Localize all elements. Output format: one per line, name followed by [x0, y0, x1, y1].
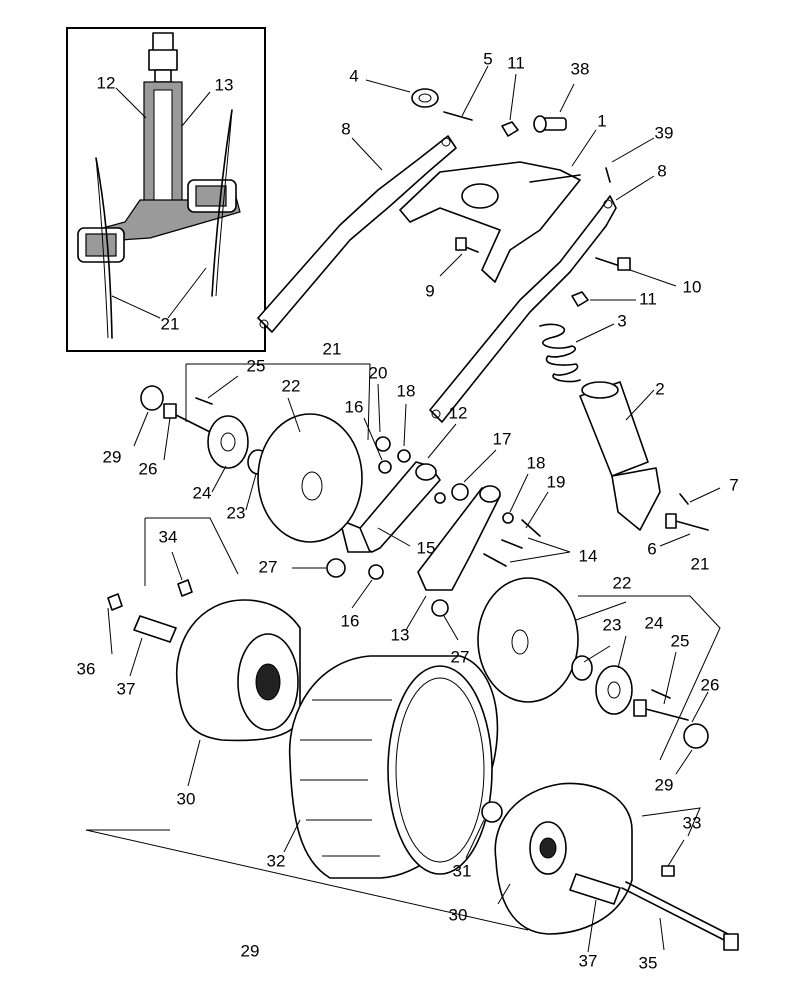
callout-36: 36 [77, 659, 96, 678]
callout-22-right: 22 [613, 573, 632, 592]
callout-31: 31 [453, 861, 472, 880]
callout-23-right: 23 [603, 615, 622, 634]
callout-21-left: 21 [323, 339, 342, 358]
callout-38: 38 [571, 59, 590, 78]
callout-9: 9 [425, 281, 434, 300]
callout-30-left: 30 [177, 789, 196, 808]
disc-assembly-left [140, 385, 363, 543]
linkage [326, 436, 541, 617]
spring [539, 323, 581, 383]
callout-11-top: 11 [507, 53, 525, 72]
callout-3: 3 [617, 311, 626, 330]
callout-24-right: 24 [645, 613, 664, 632]
callout-32: 32 [267, 851, 286, 870]
leader-lines [107, 65, 721, 953]
callout-25-right: 25 [671, 631, 690, 650]
group-lines [85, 363, 721, 931]
callout-15: 15 [417, 538, 436, 557]
callout-21-right: 21 [691, 554, 710, 573]
callout-29-right: 29 [655, 775, 674, 794]
callout-2: 2 [655, 379, 664, 398]
arm-right [429, 195, 617, 423]
callout-18-left: 18 [397, 381, 416, 400]
disc-left [257, 413, 363, 543]
callout-14: 14 [579, 546, 598, 565]
callout-12-main: 12 [449, 403, 468, 422]
callout-37-left: 37 [117, 679, 136, 698]
callout-5: 5 [483, 49, 492, 68]
callout-10: 10 [683, 277, 702, 296]
callout-27-left: 27 [259, 557, 278, 576]
callout-27-right: 27 [451, 647, 470, 666]
callout-26-left: 26 [139, 459, 158, 478]
frame-assembly [257, 88, 709, 531]
callout-4: 4 [349, 66, 358, 85]
callout-23-left: 23 [227, 503, 246, 522]
callout-16-lower: 16 [341, 611, 360, 630]
callout-6: 6 [647, 539, 656, 558]
callout-29-upper: 29 [103, 447, 122, 466]
callout-12-inset: 12 [97, 73, 116, 92]
callout-21-inset: 21 [161, 314, 180, 333]
callout-16-upper: 16 [345, 397, 364, 416]
knob [411, 88, 439, 108]
callout-13-main: 13 [391, 625, 410, 644]
callout-35: 35 [639, 953, 658, 972]
callout-20: 20 [369, 363, 388, 382]
callout-26-right: 26 [701, 675, 720, 694]
callout-1: 1 [597, 111, 606, 130]
callout-7: 7 [729, 475, 738, 494]
inset-detail [66, 27, 266, 352]
callout-8-left: 8 [341, 119, 350, 138]
wheel-assembly [107, 579, 739, 951]
disc-assembly-right [477, 577, 709, 749]
callout-11-mid: 11 [639, 289, 657, 308]
callout-29-bottom: 29 [241, 941, 260, 960]
callout-17: 17 [493, 429, 512, 448]
callout-22-left: 22 [282, 376, 301, 395]
callout-39: 39 [655, 123, 674, 142]
callout-24-left: 24 [193, 483, 212, 502]
callout-30-right: 30 [449, 905, 468, 924]
callout-19: 19 [547, 472, 566, 491]
arm-left [257, 135, 457, 333]
callout-13-inset: 13 [215, 75, 234, 94]
callout-25-left: 25 [247, 356, 266, 375]
bracket [399, 161, 581, 283]
callout-8-right: 8 [657, 161, 666, 180]
callout-37-bottom: 37 [579, 951, 598, 970]
callout-34: 34 [159, 527, 178, 546]
callout-33: 33 [683, 813, 702, 832]
callout-18-right: 18 [527, 453, 546, 472]
